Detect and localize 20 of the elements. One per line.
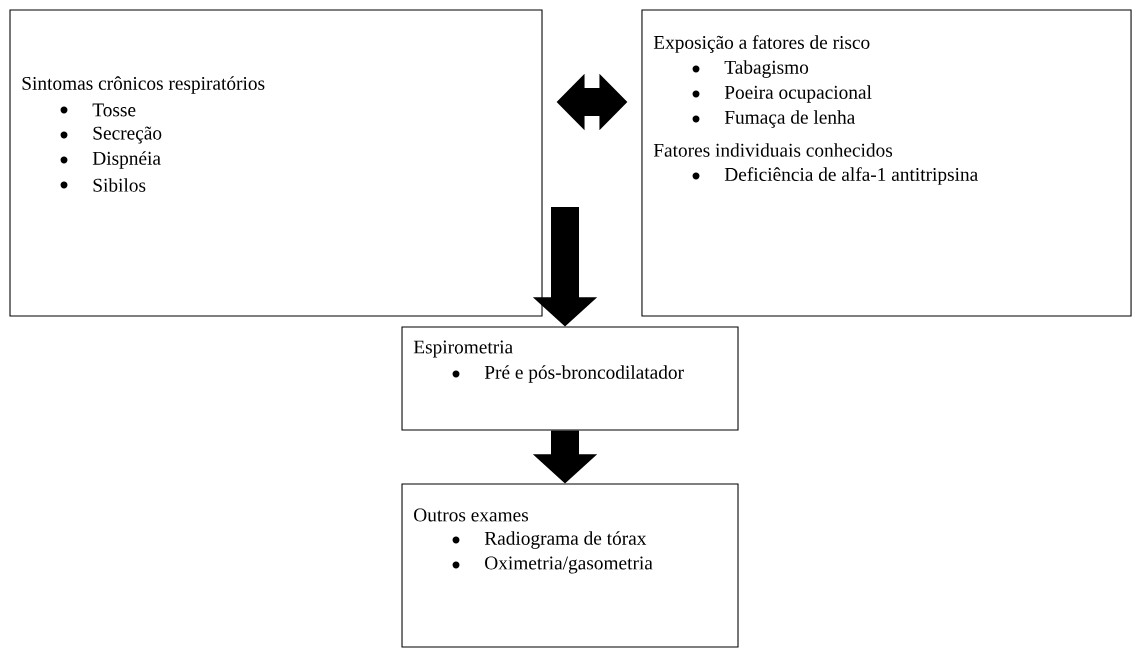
heading-text: Espirometria <box>413 340 513 358</box>
bullet-text: Oximetria/gasometria <box>485 556 653 574</box>
heading-text: Sintomas crônicos respiratórios <box>22 76 265 94</box>
heading-text: Fatores individuais conhecidos <box>653 143 893 157</box>
text-box <box>401 483 739 648</box>
bullet-text: Tosse <box>92 103 136 117</box>
bullet-text: Tabagismo <box>724 60 809 78</box>
text-box <box>9 9 543 317</box>
text-box <box>401 326 739 431</box>
bullet-text: Pré e pós-broncodilatador <box>484 365 684 383</box>
bullet-text: Poeira ocupacional <box>724 85 872 103</box>
bullet-text: Fumaça de lenha <box>724 110 855 128</box>
bullet-text: Secreção <box>93 126 162 144</box>
text-box <box>641 9 1132 317</box>
heading-text: Exposição a fatores de risco <box>653 35 870 53</box>
heading-text: Outros exames <box>414 508 529 522</box>
bullet-text: Sibilos <box>93 178 146 192</box>
bullet-text: Radiograma de tórax <box>484 531 647 549</box>
bullet-text: Deficiência de alfa-1 antitripsina <box>724 167 978 185</box>
bullet-text: Dispnéia <box>92 151 161 169</box>
